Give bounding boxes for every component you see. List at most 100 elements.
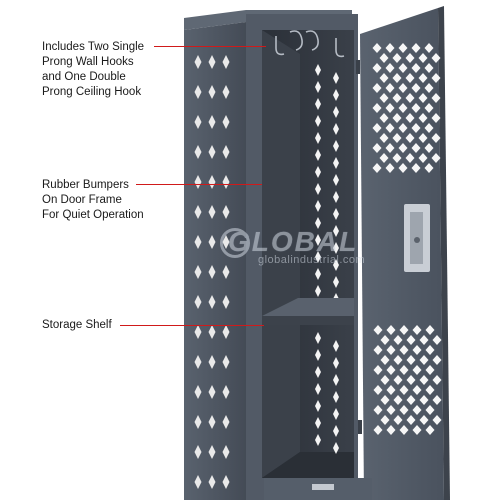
callout-line: Prong Ceiling Hook bbox=[42, 86, 142, 98]
perforation-diamond bbox=[372, 103, 382, 113]
perforation-slot bbox=[208, 145, 216, 159]
perforation-diamond bbox=[373, 365, 383, 375]
perforation-diamond bbox=[425, 425, 435, 435]
callout-bumpers: Rubber Bumpers On Door Frame For Quiet O… bbox=[42, 178, 144, 223]
perforation-diamond bbox=[398, 63, 408, 73]
perforation-diamond bbox=[419, 375, 429, 385]
perforation-slot bbox=[222, 115, 230, 129]
perforation-slot bbox=[194, 355, 202, 369]
perforation-diamond bbox=[372, 63, 382, 73]
perforation-slot bbox=[208, 85, 216, 99]
perforation-slot bbox=[315, 366, 321, 378]
perforation-slot bbox=[222, 295, 230, 309]
lower-locker-plate bbox=[312, 484, 334, 490]
perforation-diamond bbox=[385, 163, 395, 173]
perforation-diamond bbox=[431, 73, 441, 83]
perforation-slot bbox=[315, 285, 321, 297]
perforation-diamond bbox=[373, 425, 383, 435]
perforation-slot bbox=[315, 268, 321, 280]
perforation-slot bbox=[315, 383, 321, 395]
callout-line: and One Double bbox=[42, 71, 126, 83]
perforation-slot bbox=[315, 81, 321, 93]
perforation-diamond bbox=[373, 405, 383, 415]
perforation-diamond bbox=[418, 53, 428, 63]
perforation-slot bbox=[315, 434, 321, 446]
perforation-slot bbox=[333, 106, 339, 118]
callout-line: On Door Frame bbox=[42, 194, 122, 206]
perforation-slot bbox=[208, 295, 216, 309]
perforation-diamond bbox=[385, 123, 395, 133]
perforation-diamond bbox=[398, 103, 408, 113]
perforation-diamond bbox=[406, 375, 416, 385]
perforation-diamond bbox=[411, 43, 421, 53]
perforation-slot bbox=[222, 55, 230, 69]
perforation-diamond bbox=[406, 395, 416, 405]
perforation-slot bbox=[208, 385, 216, 399]
callout-shelf: Storage Shelf bbox=[42, 318, 112, 333]
locker-interior-left-wall bbox=[262, 30, 300, 478]
perforation-diamond bbox=[405, 113, 415, 123]
door-perforations bbox=[372, 43, 442, 435]
perforation-diamond bbox=[380, 415, 390, 425]
storage-shelf-lip bbox=[262, 316, 354, 325]
perforation-slot bbox=[333, 174, 339, 186]
perforation-diamond bbox=[392, 73, 402, 83]
callout-bumpers-leader bbox=[136, 184, 262, 185]
perforation-diamond bbox=[424, 143, 434, 153]
perforation-slot bbox=[315, 166, 321, 178]
perforation-slot bbox=[194, 205, 202, 219]
perforation-slot bbox=[194, 325, 202, 339]
perforation-diamond bbox=[432, 355, 442, 365]
perforation-diamond bbox=[418, 73, 428, 83]
perforation-diamond bbox=[425, 405, 435, 415]
callout-hooks-leader bbox=[154, 46, 266, 47]
perforation-diamond bbox=[379, 93, 389, 103]
locker-door-edge bbox=[438, 6, 450, 500]
perforation-slot bbox=[333, 242, 339, 254]
perforation-diamond bbox=[386, 365, 396, 375]
perforation-diamond bbox=[385, 63, 395, 73]
locker-side-panel bbox=[184, 22, 246, 500]
perforation-diamond bbox=[399, 345, 409, 355]
perforation-diamond bbox=[393, 375, 403, 385]
perforation-slot bbox=[315, 251, 321, 263]
perforation-slot bbox=[333, 425, 339, 437]
perforation-diamond bbox=[405, 153, 415, 163]
perforation-slot bbox=[194, 175, 202, 189]
perforation-slot bbox=[194, 235, 202, 249]
perforation-diamond bbox=[418, 153, 428, 163]
perforation-diamond bbox=[419, 335, 429, 345]
perforation-slot bbox=[333, 276, 339, 288]
perforation-diamond bbox=[380, 375, 390, 385]
perforation-slot bbox=[333, 391, 339, 403]
perforation-diamond bbox=[424, 63, 434, 73]
perforation-diamond bbox=[392, 153, 402, 163]
callout-line: Prong Wall Hooks bbox=[42, 56, 134, 68]
perforation-slot bbox=[222, 85, 230, 99]
perforation-diamond bbox=[405, 133, 415, 143]
perforation-diamond bbox=[419, 395, 429, 405]
perforation-diamond bbox=[425, 325, 435, 335]
perforation-diamond bbox=[411, 83, 421, 93]
perforation-slot bbox=[208, 235, 216, 249]
perforation-slot bbox=[222, 205, 230, 219]
perforation-diamond bbox=[405, 73, 415, 83]
perforation-slot bbox=[315, 98, 321, 110]
perforation-diamond bbox=[405, 53, 415, 63]
perforation-diamond bbox=[379, 53, 389, 63]
door-latch-hole bbox=[414, 237, 420, 243]
perforation-diamond bbox=[373, 325, 383, 335]
perforation-diamond bbox=[393, 355, 403, 365]
perforation-diamond bbox=[432, 335, 442, 345]
perforation-slot bbox=[333, 140, 339, 152]
perforation-diamond bbox=[431, 153, 441, 163]
perforation-slot bbox=[222, 445, 230, 459]
perforation-slot bbox=[315, 132, 321, 144]
perforation-slot bbox=[194, 115, 202, 129]
callout-shelf-leader bbox=[120, 325, 264, 326]
callout-line: Rubber Bumpers bbox=[42, 179, 129, 191]
perforation-diamond bbox=[412, 325, 422, 335]
perforation-diamond bbox=[386, 385, 396, 395]
perforation-slot bbox=[315, 332, 321, 344]
